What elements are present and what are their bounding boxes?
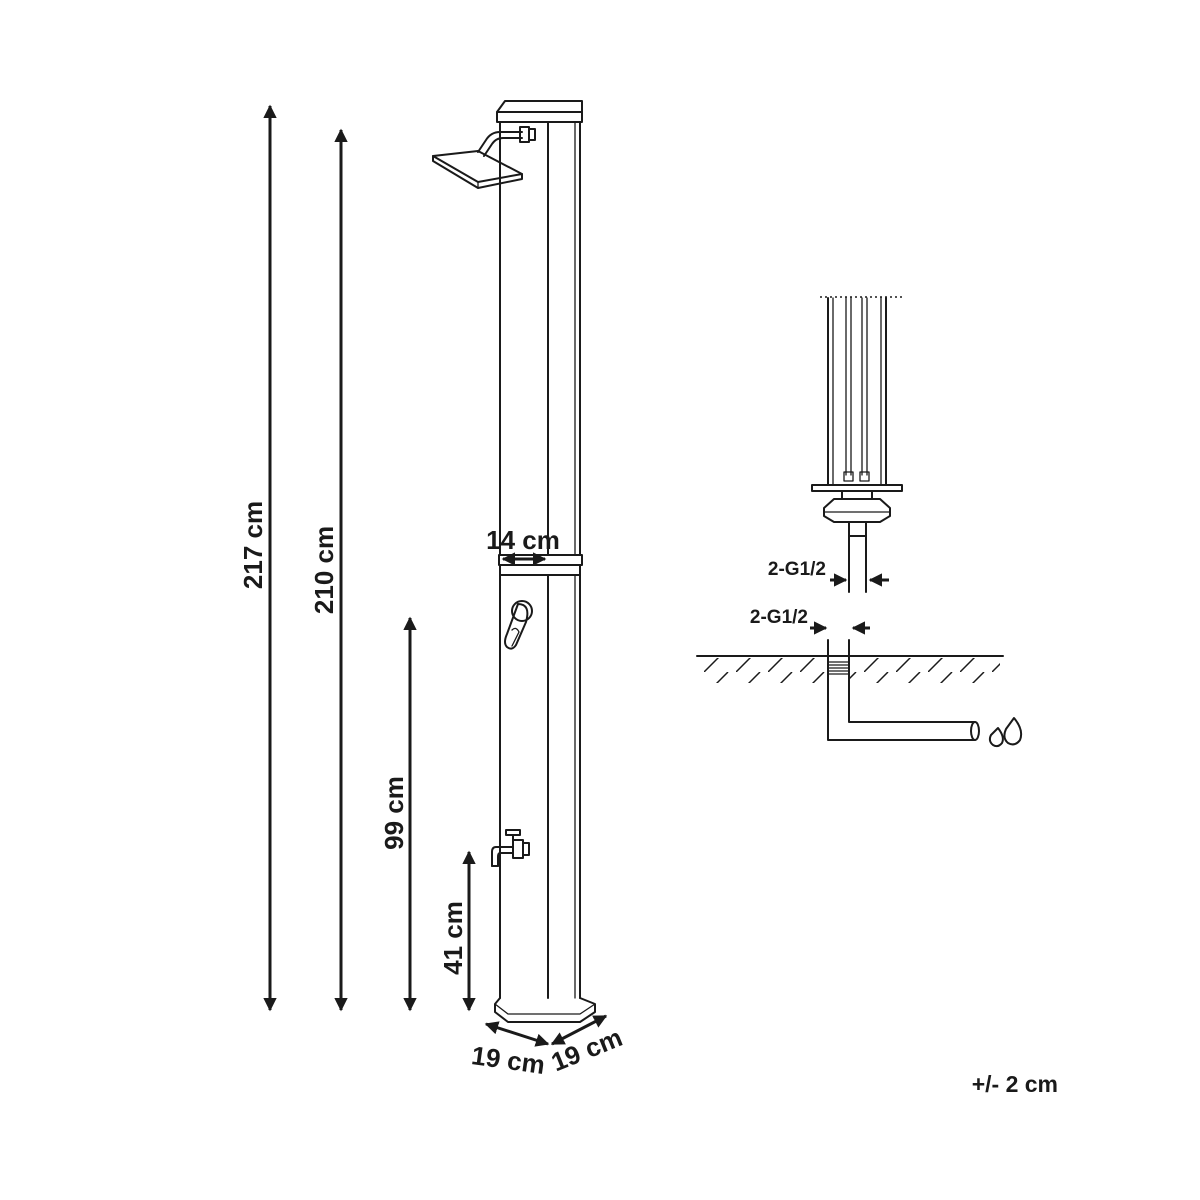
label-pipe-thread: 2-G1/2 [750, 607, 808, 628]
dimension-tap-height: 41 cm [438, 850, 476, 1012]
dimension-total-height: 217 cm [238, 104, 277, 1012]
mixer-lever-icon [504, 600, 533, 650]
dimension-column-width: 14 cm [486, 525, 560, 566]
shower-column [494, 100, 596, 1023]
label-total-height: 217 cm [238, 501, 268, 589]
shower-head [432, 126, 536, 189]
tolerance-note: +/- 2 cm [972, 1071, 1058, 1097]
label-base-depth: 19 cm [547, 1022, 627, 1077]
water-drops-icon [988, 717, 1023, 748]
tap-icon [491, 829, 530, 867]
label-mixer-height: 99 cm [379, 776, 409, 850]
label-column-width: 14 cm [486, 525, 560, 555]
dimension-base-depth: 19 cm [547, 1014, 627, 1077]
label-shower-head-height: 210 cm [309, 526, 339, 614]
dimension-base-width: 19 cm [470, 1021, 550, 1080]
label-base-width: 19 cm [470, 1040, 547, 1080]
label-tap-height: 41 cm [438, 901, 468, 975]
connection-detail: 2-G1/2 2-G1/2 [696, 296, 1004, 741]
dimension-shower-head-height: 210 cm [309, 128, 348, 1012]
dimension-mixer-height: 99 cm [379, 616, 417, 1012]
label-inlet-thread: 2-G1/2 [768, 559, 826, 580]
